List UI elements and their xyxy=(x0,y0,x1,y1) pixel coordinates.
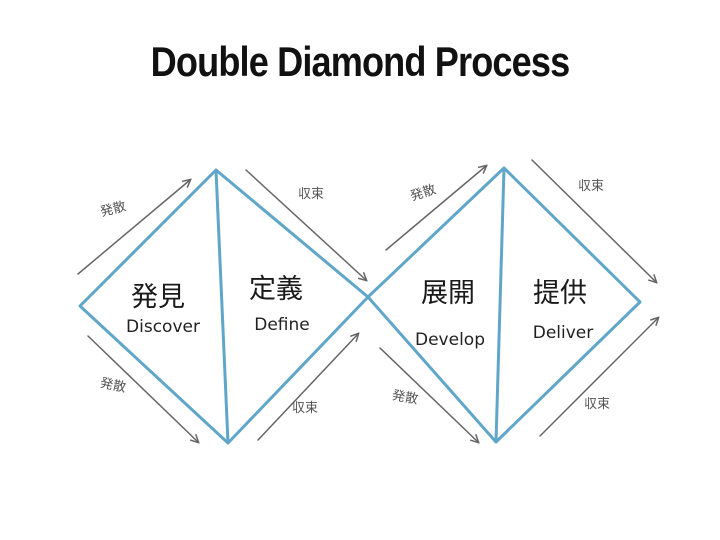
phase-define-english: Define xyxy=(254,315,310,335)
converge-arrow-top-left xyxy=(245,169,366,280)
second-diamond-divider xyxy=(494,167,506,443)
converge-label-top-right: 収束 xyxy=(578,179,604,194)
diverge-arrow-bottom-left xyxy=(87,335,198,442)
phase-deliver-kanji: 提供 xyxy=(533,278,587,309)
phase-deliver-english: Deliver xyxy=(533,323,594,343)
phase-define-kanji: 定義 xyxy=(249,274,303,305)
converge-arrow-bottom-left xyxy=(257,334,358,441)
converge-arrow-bottom-right xyxy=(539,318,658,437)
diverge-arrow-top-left xyxy=(77,180,190,275)
diverge-label-bottom-right: 発散 xyxy=(391,388,419,407)
diverge-label-bottom-left: 発散 xyxy=(99,376,128,396)
diverge-arrow-top-right xyxy=(385,166,486,251)
converge-arrow-top-right xyxy=(531,159,656,282)
diverge-label-top-right: 発散 xyxy=(409,182,438,204)
page-title: Double Diamond Process xyxy=(150,38,570,85)
converge-label-bottom-right: 収束 xyxy=(584,397,610,412)
phase-discover-english: Discover xyxy=(126,317,200,337)
phase-develop-english: Develop xyxy=(415,330,485,350)
diverge-label-top-left: 発散 xyxy=(99,199,128,220)
phase-discover-kanji: 発見 xyxy=(131,282,185,313)
first-diamond-divider xyxy=(214,169,230,444)
phase-develop-kanji: 展開 xyxy=(421,278,475,309)
second-diamond xyxy=(366,166,642,444)
converge-label-bottom-left: 収束 xyxy=(292,401,318,416)
converge-label-top-left: 収束 xyxy=(298,187,324,202)
diverge-arrow-bottom-right xyxy=(379,347,478,442)
